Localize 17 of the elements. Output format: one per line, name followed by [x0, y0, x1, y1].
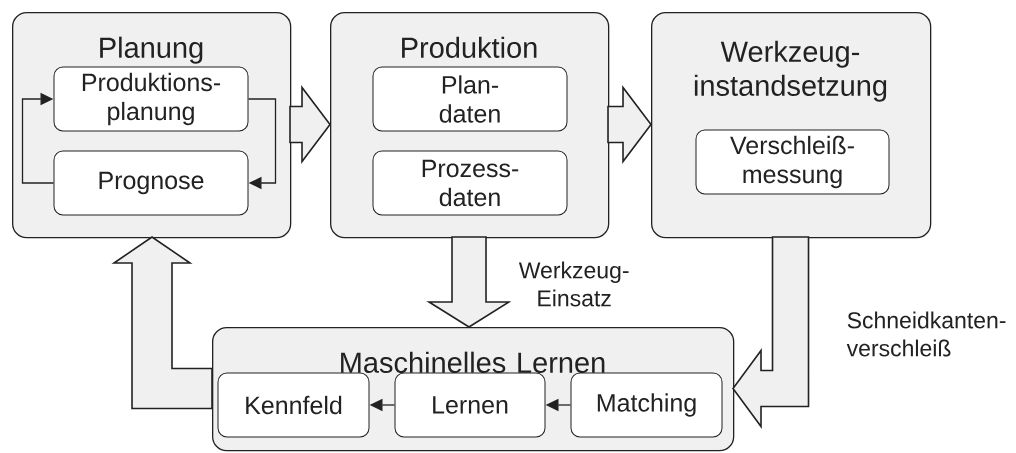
arrow: [247, 98, 277, 190]
process-box: Produktions- planung: [53, 66, 249, 132]
arrow: [21, 92, 55, 184]
process-box: Kennfeld: [217, 372, 370, 438]
process-box: Prozess- daten: [372, 150, 568, 216]
process-box: Prognose: [53, 150, 249, 216]
block-arrow: [426, 236, 512, 328]
process-box: Plan- daten: [372, 66, 568, 132]
block-arrow: [289, 85, 331, 164]
process-box: Matching: [570, 372, 723, 438]
block-arrow: [607, 85, 652, 164]
block-arrow: [732, 236, 810, 429]
process-box: Verschleiß- messung: [695, 129, 890, 195]
edge-label: Schneidkanten- verschleiß: [845, 310, 1016, 358]
process-box: Lernen: [394, 372, 546, 438]
block-arrow: [111, 236, 213, 410]
edge-label: Werkzeug- Einsatz: [510, 260, 638, 308]
